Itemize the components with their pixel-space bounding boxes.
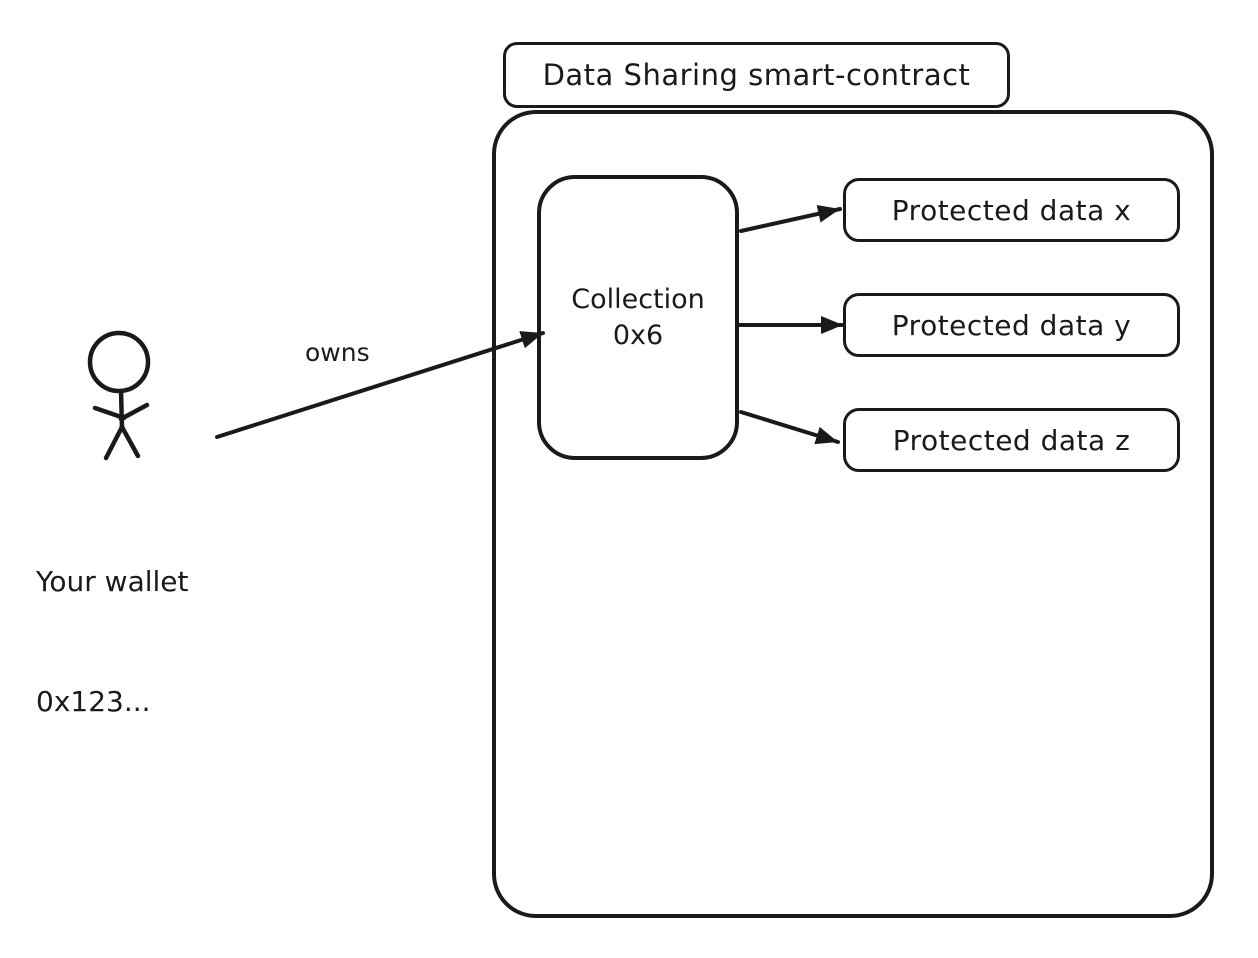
protected-data-box-x: Protected data x: [843, 178, 1180, 242]
collection-address: 0x6: [612, 319, 664, 351]
wallet-address: 0x123...: [36, 685, 151, 718]
protected-data-label-x: Protected data x: [891, 193, 1132, 227]
wallet-name: Your wallet: [36, 565, 189, 598]
protected-data-label-y: Protected data y: [891, 308, 1132, 342]
collection-box: Collection 0x6: [537, 175, 739, 460]
collection-name: Collection: [571, 283, 705, 315]
person-icon: [87, 330, 151, 461]
smart-contract-title: Data Sharing smart-contract: [542, 58, 971, 92]
wallet-label: Your wallet 0x123...: [36, 482, 189, 802]
owns-edge-label: owns: [305, 338, 370, 367]
protected-data-label-z: Protected data z: [892, 423, 1131, 457]
protected-data-box-z: Protected data z: [843, 408, 1180, 472]
smart-contract-title-box: Data Sharing smart-contract: [503, 42, 1010, 108]
protected-data-box-y: Protected data y: [843, 293, 1180, 357]
